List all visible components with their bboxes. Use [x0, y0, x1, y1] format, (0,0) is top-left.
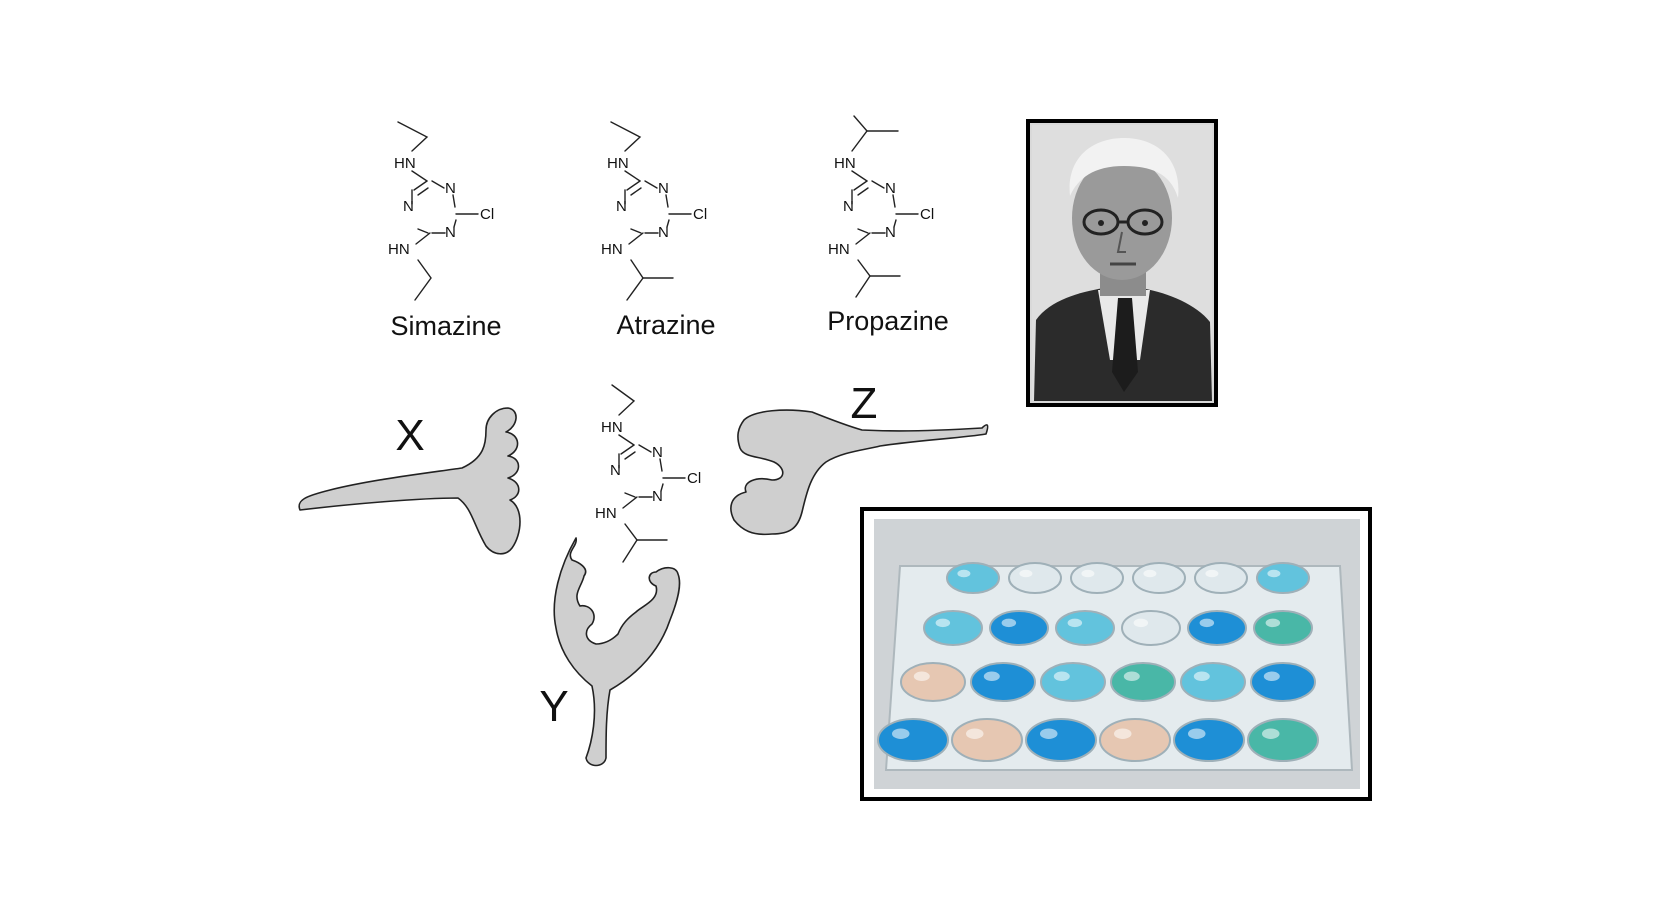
- well-highlight: [913, 671, 930, 682]
- well-highlight: [1188, 728, 1206, 739]
- antibody-z-shape: [730, 409, 989, 536]
- portrait-photo: [1026, 119, 1218, 407]
- plate-well: [1247, 718, 1319, 762]
- plate-well: [900, 662, 966, 702]
- well-highlight: [1053, 671, 1070, 682]
- well-highlight: [935, 618, 951, 628]
- nitrogen-label: N: [403, 198, 414, 215]
- chlorine-label: Cl: [480, 206, 494, 223]
- antibody-label-x: X: [395, 411, 424, 460]
- antibody-y-shape: [553, 537, 681, 767]
- well-highlight: [1067, 618, 1083, 628]
- plate-well: [1121, 610, 1181, 646]
- atrazine-structure: HN N N N Cl HN: [601, 121, 707, 301]
- well-highlight: [1263, 671, 1280, 682]
- well-highlight: [1265, 618, 1281, 628]
- nitrogen-label: N: [652, 444, 663, 461]
- well-grid: [877, 562, 1319, 762]
- plate-well: [946, 562, 1000, 594]
- plate-well: [1256, 562, 1310, 594]
- nitrogen-label: N: [445, 224, 456, 241]
- amine-label: HN: [834, 155, 856, 172]
- plate-well: [1132, 562, 1186, 594]
- plate-well: [1194, 562, 1248, 594]
- amine-label: HN: [828, 241, 850, 258]
- antibody-x-shape: [298, 407, 521, 555]
- plate-well: [877, 718, 949, 762]
- amine-label: HN: [388, 241, 410, 258]
- chlorine-label: Cl: [687, 470, 701, 487]
- well-highlight: [1114, 728, 1132, 739]
- well-highlight: [983, 671, 1000, 682]
- plate-well: [1187, 610, 1247, 646]
- well-highlight: [1205, 569, 1219, 578]
- well-highlight: [1193, 671, 1210, 682]
- nitrogen-label: N: [885, 180, 896, 197]
- well-highlight: [1199, 618, 1215, 628]
- central-antigen-structure: HN N N N Cl HN: [595, 384, 701, 563]
- plate-well: [1173, 718, 1245, 762]
- nitrogen-label: N: [652, 488, 663, 505]
- amine-label: HN: [595, 505, 617, 522]
- plate-well: [1040, 662, 1106, 702]
- plate-well: [1250, 662, 1316, 702]
- plate-well: [1055, 610, 1115, 646]
- amine-label: HN: [607, 155, 629, 172]
- plate-well: [923, 610, 983, 646]
- well-highlight: [1133, 618, 1149, 628]
- nitrogen-label: N: [843, 198, 854, 215]
- antibody-label-y: Y: [539, 682, 568, 731]
- amine-label: HN: [394, 155, 416, 172]
- compound-name-simazine: Simazine: [390, 311, 501, 341]
- compound-name-propazine: Propazine: [827, 306, 949, 336]
- nitrogen-label: N: [445, 180, 456, 197]
- plate-well: [1008, 562, 1062, 594]
- well-plate-photo: [860, 507, 1372, 801]
- chlorine-label: Cl: [693, 206, 707, 223]
- well-highlight: [892, 728, 910, 739]
- well-highlight: [1019, 569, 1033, 578]
- well-highlight: [957, 569, 971, 578]
- well-highlight: [1001, 618, 1017, 628]
- propazine-structure: HN N N N Cl HN: [828, 115, 934, 298]
- plate-well: [970, 662, 1036, 702]
- well-highlight: [966, 728, 984, 739]
- chlorine-label: Cl: [920, 206, 934, 223]
- plate-well: [989, 610, 1049, 646]
- well-highlight: [1143, 569, 1157, 578]
- well-highlight: [1040, 728, 1058, 739]
- plate-well: [1025, 718, 1097, 762]
- well-highlight: [1267, 569, 1281, 578]
- well-highlight: [1262, 728, 1280, 739]
- plate-well: [1110, 662, 1176, 702]
- plate-well: [1253, 610, 1313, 646]
- amine-label: HN: [601, 419, 623, 436]
- plate-well: [1180, 662, 1246, 702]
- nitrogen-label: N: [658, 224, 669, 241]
- nitrogen-label: N: [885, 224, 896, 241]
- nitrogen-label: N: [616, 198, 627, 215]
- well-highlight: [1081, 569, 1095, 578]
- nitrogen-label: N: [658, 180, 669, 197]
- plate-well: [951, 718, 1023, 762]
- nitrogen-label: N: [610, 462, 621, 479]
- simazine-structure: HN N N N Cl HN: [388, 121, 494, 301]
- plate-well: [1070, 562, 1124, 594]
- amine-label: HN: [601, 241, 623, 258]
- plate-well: [1099, 718, 1171, 762]
- antibody-label-z: Z: [851, 379, 878, 428]
- well-highlight: [1123, 671, 1140, 682]
- compound-name-atrazine: Atrazine: [616, 310, 715, 340]
